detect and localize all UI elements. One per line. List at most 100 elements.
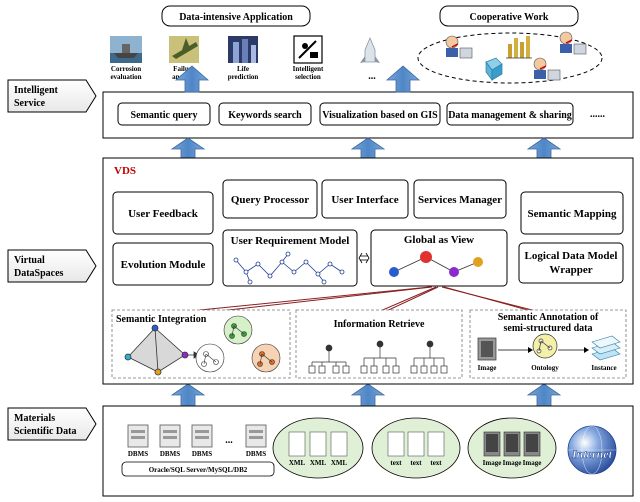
layer-tab-materials-data: Materials Scientific Data [7,407,97,441]
xml-label: XML [289,459,306,467]
db-caption-box: Oracle/SQL Server/MySQL/DB2 [121,461,275,477]
global-as-view-box: Global as View [370,229,508,287]
query-processor-label: Query Processor [231,194,309,206]
image-group [467,417,557,479]
connector-lines [199,286,543,315]
up-arrow [350,383,386,407]
layer-label-line2: Service [14,98,46,109]
user-computer-icon [533,57,561,81]
layer-label-line1: Virtual [14,255,45,266]
logical-model-label-line1: Logical Data Model [525,250,618,262]
db-caption: Oracle/SQL Server/MySQL/DB2 [149,466,248,474]
annotation-label-line2: semi-structured data [504,323,593,334]
app-label-3a: Life [237,65,249,73]
user-interface-box: User Interface [321,179,409,219]
service-semantic-query: Semantic query [117,102,211,126]
up-arrow [350,137,386,159]
instance-stack-icon [591,335,621,361]
retrieve-tree-icon [308,340,448,374]
app-label-3b: prediction [228,73,259,81]
image-stack-icon [477,337,497,361]
service-label: Semantic query [131,110,198,121]
instance-label: Instance [591,364,616,372]
query-processor-box: Query Processor [222,179,318,219]
database-group [127,424,267,448]
building-icon [228,36,258,63]
rocket-icon [360,36,380,63]
semantic-mapping-box: Semantic Mapping [520,191,624,235]
text-label: text [410,459,422,467]
flow-arrow [558,347,589,353]
service-ellipsis: ...... [590,109,606,120]
integration-pyramid-icon [124,324,200,376]
service-data-management: Data management & sharing [446,102,574,126]
user-computer-icon [559,31,587,55]
ship-icon [110,36,142,63]
semantic-mapping-label: Semantic Mapping [528,208,617,220]
layer-tab-intelligent-service: Intelligent Service [7,79,97,113]
up-arrow [174,65,210,93]
user-feedback-box: User Feedback [112,191,214,235]
text-label: text [390,459,402,467]
internet-label: Internet [571,447,613,461]
dbms-label: DBMS [128,450,148,458]
user-requirement-model-label: User Requirement Model [231,235,350,247]
ontology-label: Ontology [531,364,559,372]
user-interface-label: User Interface [331,194,398,206]
bar-chart-icon [506,36,532,59]
requirement-graph-icon [233,251,345,285]
annotation-label-line1: Semantic Annotation of [498,312,599,323]
text-label: text [430,459,442,467]
data-intensive-title: Data-intensive Application [179,12,293,23]
app-label-5: ... [368,71,376,82]
services-manager-label: Services Manager [418,194,502,206]
layer-label-line1: Intelligent [14,85,59,96]
flow-arrow [498,347,533,353]
cooperative-title: Cooperative Work [470,12,549,23]
app-label-1a: Corrosion [111,65,141,73]
app-label-1b: evaluation [110,73,141,81]
evolution-module-label: Evolution Module [121,259,206,271]
service-label: Keywords search [228,110,302,121]
information-retrieve-label: Information Retrieve [334,319,425,330]
text-group [371,417,461,479]
selection-icon [293,35,323,64]
annotation-image-label: Image [478,364,497,372]
layer-label-line1: Materials [14,413,55,424]
user-feedback-label: User Feedback [128,208,199,220]
dbms-label: DBMS [192,450,212,458]
ontology-icon [532,333,558,359]
xml-label: XML [331,459,348,467]
up-arrow [170,383,206,407]
semantic-integration-label: Semantic Integration [116,314,207,325]
image-label: Image [523,459,542,467]
dbms-label: DBMS [160,450,180,458]
user-requirement-model-box: User Requirement Model [222,229,358,287]
up-arrow [526,383,562,407]
xml-label: XML [310,459,327,467]
evolution-module-box: Evolution Module [112,242,214,286]
data-intensive-application-box: Data-intensive Application [161,5,311,27]
logical-model-label-line2: Wrapper [549,264,592,276]
service-keywords-search: Keywords search [218,102,312,126]
image-label: Image [483,459,502,467]
vds-title: VDS [114,165,136,177]
cube-icon [485,57,503,82]
layer-label-line2: DataSpaces [14,268,64,279]
app-label-2a: Failure [173,65,195,73]
dbms-label: DBMS [246,450,266,458]
up-arrow [170,137,206,159]
app-label-4b: selection [295,73,321,81]
xml-group [272,417,364,479]
image-label: Image [503,459,522,467]
layer-label-line2: Scientific Data [14,426,77,437]
integration-cluster-icons [195,315,281,373]
cooperative-work-box: Cooperative Work [439,5,579,27]
layer-tab-virtual-dataspaces: Virtual DataSpaces [7,249,97,283]
bidirectional-arrow [358,252,370,264]
service-label: Visualization based on GIS [322,110,438,121]
up-arrow [526,137,562,159]
cooperative-ellipse [417,32,603,84]
global-as-view-label: Global as View [404,234,474,246]
